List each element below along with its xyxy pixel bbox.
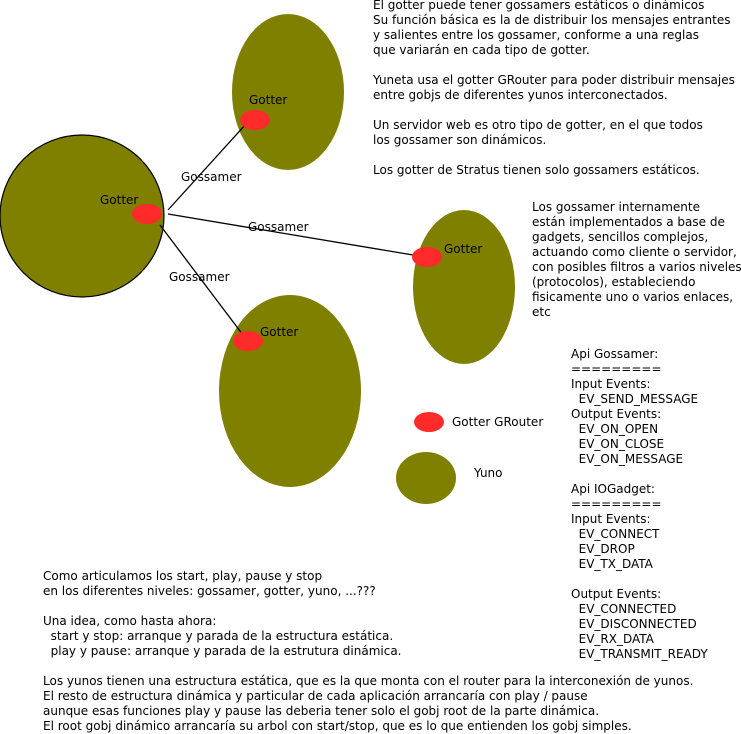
note-gossamer-implementation: Los gossamer internamente están implemen… [532, 200, 741, 319]
gotter-label-right: Gotter [444, 242, 482, 256]
yuno-main-ellipse [0, 134, 165, 298]
gotter-label-bottom: Gotter [260, 325, 298, 339]
yuno-bottom-ellipse [219, 295, 361, 487]
legend-yuno-label: Yuno [473, 466, 503, 480]
gossamer-line-bottom [159, 224, 244, 336]
gossamer-label-top: Gossamer [181, 170, 242, 184]
note-static-dynamic-structure: Los yunos tienen una estructura estática… [43, 674, 694, 733]
gossamer-line-top [167, 123, 247, 211]
gossamer-label-bottom: Gossamer [169, 270, 230, 284]
router-right [412, 247, 442, 267]
legend-router-swatch [414, 412, 444, 432]
gotter-label-main: Gotter [100, 193, 138, 207]
yuno-top-ellipse [232, 14, 344, 170]
note-gotter-description: El gotter puede tener gossamers estático… [373, 0, 735, 177]
gossamer-line-right [167, 213, 414, 256]
router-bottom [233, 331, 263, 351]
note-start-play-question: Como articulamos los start, play, pause … [43, 569, 402, 658]
router-main [132, 204, 162, 224]
gossamer-label-right: Gossamer [248, 220, 309, 234]
legend-router-label: Gotter GRouter [452, 415, 543, 429]
router-top [240, 110, 270, 130]
yuno-right-ellipse [413, 210, 515, 364]
legend-yuno-swatch [396, 452, 456, 504]
gotter-label-top: Gotter [249, 93, 287, 107]
note-api-events: Api Gossamer: ========= Input Events: EV… [571, 347, 708, 661]
